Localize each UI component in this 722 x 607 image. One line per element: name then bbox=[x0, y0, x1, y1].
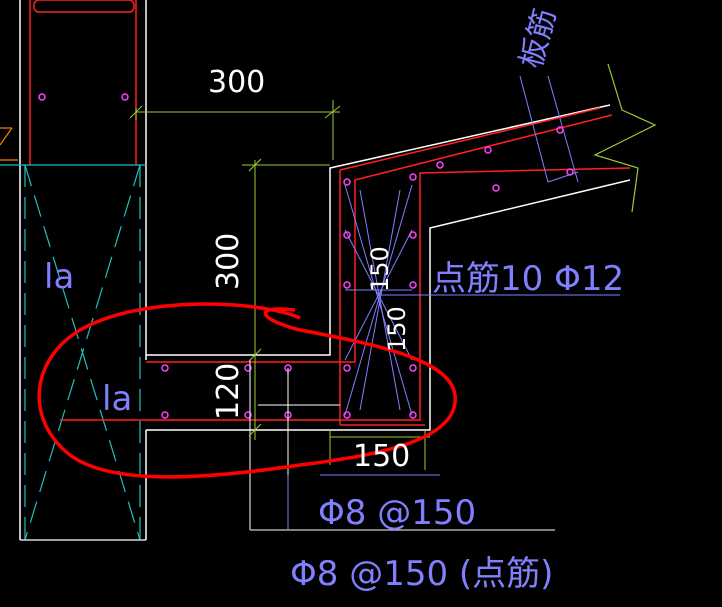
label-anchorage-upper: la bbox=[44, 257, 74, 297]
dim-step-height-b: 150 bbox=[383, 306, 411, 352]
column-rebar-points bbox=[38, 93, 129, 101]
dim-vertical-height: 300 bbox=[211, 233, 246, 290]
dim-step-width: 150 bbox=[353, 439, 410, 474]
slab-rebar bbox=[60, 107, 631, 426]
label-stirrup-point: Φ8 @150 (点筋) bbox=[290, 554, 553, 594]
dim-slab-thickness: 120 bbox=[211, 363, 246, 420]
anchorage-diagonals bbox=[24, 164, 141, 541]
slab-rebar-points bbox=[161, 126, 574, 419]
label-point-rebar: 点筋10 Φ12 bbox=[432, 259, 624, 299]
label-stirrup: Φ8 @150 bbox=[318, 493, 476, 533]
annotation-ellipse bbox=[37, 302, 457, 479]
label-slab-rebar: 板筋 bbox=[514, 5, 563, 72]
break-line bbox=[593, 63, 657, 213]
point-rebar-fan bbox=[344, 75, 620, 416]
stirrup-leaders bbox=[249, 360, 555, 531]
left-column bbox=[0, 0, 147, 541]
dim-step-height-a: 150 bbox=[366, 246, 394, 292]
blue-leaders bbox=[287, 474, 440, 530]
dimension-lines bbox=[129, 100, 430, 470]
dim-top-width: 300 bbox=[208, 65, 265, 100]
label-anchorage-lower: la bbox=[102, 379, 132, 419]
